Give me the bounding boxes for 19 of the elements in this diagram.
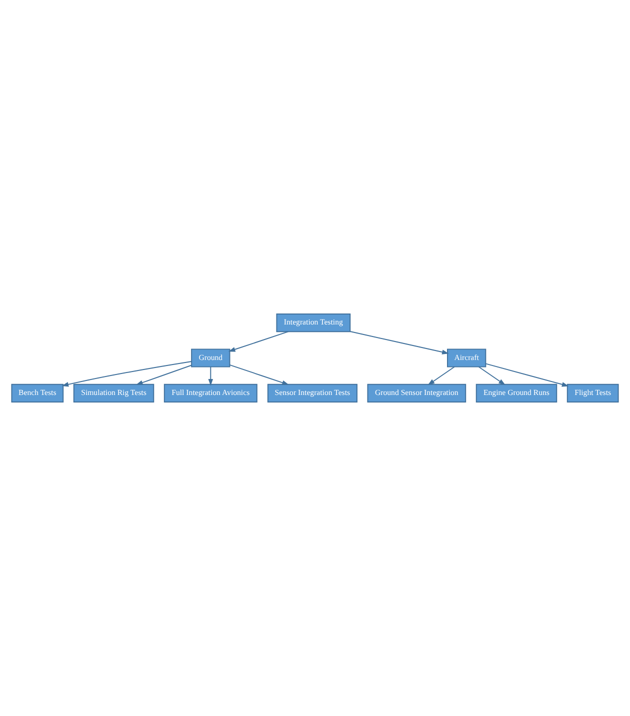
node-box: Bench Tests bbox=[11, 384, 64, 403]
arrow bbox=[62, 360, 192, 387]
arrow bbox=[428, 366, 455, 386]
node-box: Engine Ground Runs bbox=[476, 384, 558, 403]
node-box: Flight Tests bbox=[566, 384, 619, 403]
node-box: Ground Sensor Integration bbox=[367, 384, 466, 403]
arrow bbox=[478, 366, 506, 386]
node-box: Simulation Rig Tests bbox=[73, 384, 154, 403]
arrow bbox=[136, 364, 192, 385]
arrow bbox=[350, 331, 449, 354]
node-box: Sensor Integration Tests bbox=[267, 384, 358, 403]
node-box: Integration Testing bbox=[276, 313, 351, 332]
arrow bbox=[228, 331, 289, 352]
node-box: Ground bbox=[191, 348, 230, 368]
arrow bbox=[485, 363, 569, 387]
node-box: Full Integration Avionics bbox=[164, 384, 258, 403]
arrow bbox=[208, 366, 214, 386]
arrow bbox=[229, 364, 289, 385]
node-box: Aircraft bbox=[447, 348, 486, 368]
